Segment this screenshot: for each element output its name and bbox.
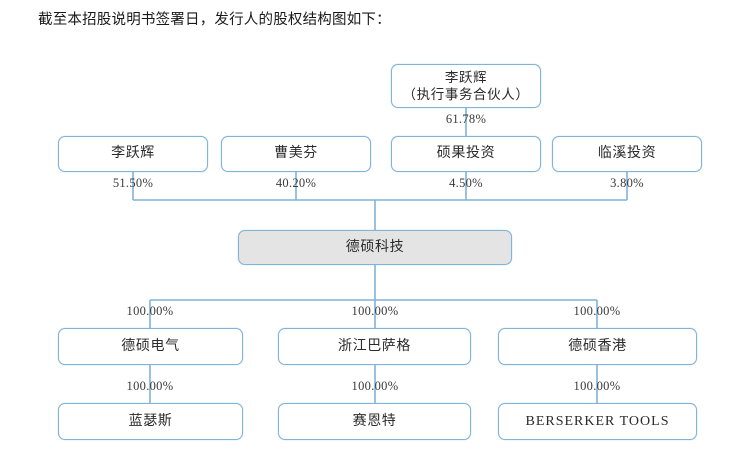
- edge-label-basage-to-saient: 100.00%: [351, 379, 399, 393]
- edge-label-shuoguo-to-issuer: 4.50%: [449, 176, 483, 190]
- edge-label-linxi-to-issuer: 3.80%: [610, 176, 644, 190]
- node-shareholder-linxi-investment[interactable]: 临溪投资: [552, 136, 702, 172]
- node-shareholder-li-yuehui-label: 李跃辉: [111, 146, 155, 162]
- node-subsidiary-deshuo-electric[interactable]: 德硕电气: [58, 328, 243, 365]
- edge-label-li-to-issuer: 51.50%: [112, 176, 154, 190]
- node-issuer-deshuo-technology[interactable]: 德硕科技: [238, 230, 512, 265]
- node-subsidiary-saient[interactable]: 赛恩特: [278, 403, 471, 440]
- edge-label-dianqi-to-lanse: 100.00%: [126, 379, 174, 393]
- node-subsidiary-berserker-tools[interactable]: BERSERKER TOOLS: [498, 403, 697, 440]
- node-subsidiary-deshuo-electric-label: 德硕电气: [121, 338, 180, 354]
- node-general-partner-line1: 李跃辉: [444, 69, 488, 85]
- edge-label-issuer-to-hongkong: 100.00%: [573, 304, 621, 318]
- node-general-partner-line2: （执行事务合伙人）: [402, 87, 530, 102]
- node-subsidiary-berserker-tools-label: BERSERKER TOOLS: [525, 413, 670, 429]
- edge-label-cao-to-issuer: 40.20%: [275, 176, 317, 190]
- node-shareholder-shuoguo-investment-label: 硕果投资: [436, 146, 496, 162]
- edge-label-gp-to-shuoguo: 61.78%: [445, 112, 487, 126]
- edge-label-issuer-to-basage: 100.00%: [351, 304, 399, 318]
- edge-label-issuer-to-dianqi: 100.00%: [126, 304, 174, 318]
- node-subsidiary-lanse-label: 蓝瑟斯: [128, 413, 173, 429]
- node-shareholder-cao-meifen[interactable]: 曹美芬: [221, 136, 371, 172]
- node-subsidiary-zhejiang-basage-label: 浙江巴萨格: [338, 338, 411, 354]
- node-subsidiary-deshuo-hongkong-label: 德硕香港: [568, 338, 627, 354]
- node-issuer-deshuo-technology-label: 德硕科技: [345, 239, 405, 255]
- page-intro-text: 截至本招股说明书签署日，发行人的股权结构图如下：: [38, 12, 391, 28]
- node-subsidiary-deshuo-hongkong[interactable]: 德硕香港: [498, 328, 697, 365]
- node-subsidiary-saient-label: 赛恩特: [352, 413, 397, 429]
- node-shareholder-li-yuehui[interactable]: 李跃辉: [58, 136, 208, 172]
- node-shareholder-shuoguo-investment[interactable]: 硕果投资: [391, 136, 541, 172]
- node-subsidiary-lanse[interactable]: 蓝瑟斯: [58, 403, 243, 440]
- node-general-partner[interactable]: 李跃辉 （执行事务合伙人）: [391, 64, 541, 108]
- node-shareholder-cao-meifen-label: 曹美芬: [274, 146, 318, 162]
- node-shareholder-linxi-investment-label: 临溪投资: [597, 146, 657, 162]
- edge-label-hongkong-to-berserker: 100.00%: [573, 379, 621, 393]
- node-subsidiary-zhejiang-basage[interactable]: 浙江巴萨格: [278, 328, 471, 365]
